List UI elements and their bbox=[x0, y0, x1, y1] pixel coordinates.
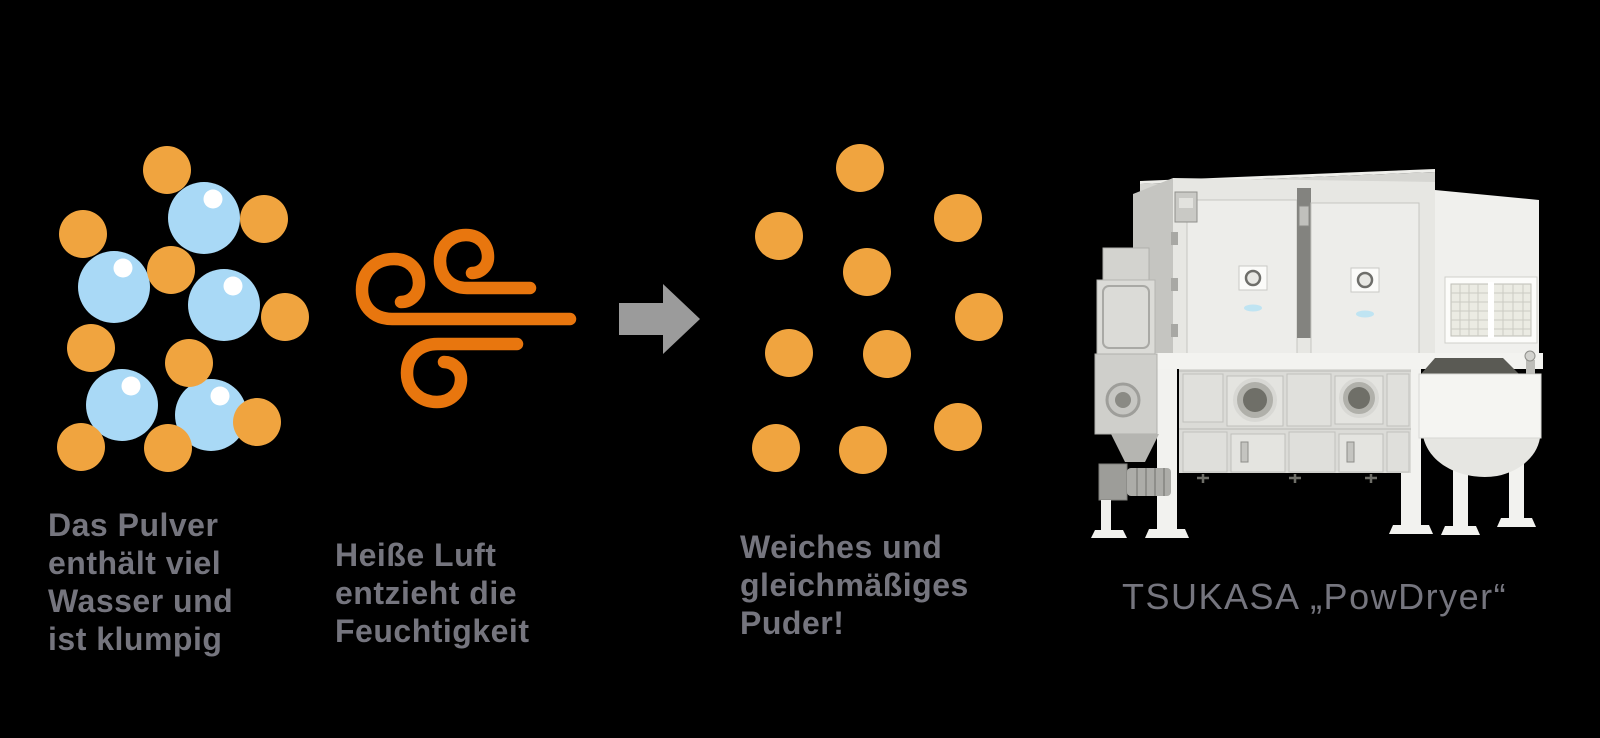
machine-porthole-right bbox=[1334, 375, 1384, 425]
powder-particle bbox=[67, 324, 115, 372]
powder-particle bbox=[240, 195, 288, 243]
powder-particle bbox=[934, 403, 982, 451]
water-droplet bbox=[188, 269, 260, 341]
machine-lower-unit bbox=[1133, 353, 1543, 483]
water-droplet bbox=[168, 182, 240, 254]
water-droplet-highlight bbox=[210, 386, 230, 406]
machine-collection-bin bbox=[1418, 350, 1542, 477]
powder-particle bbox=[955, 293, 1003, 341]
wet-powder-cluster bbox=[57, 146, 309, 472]
powder-particle bbox=[752, 424, 800, 472]
machine-filter-panel bbox=[1444, 276, 1538, 344]
water-droplet-highlight bbox=[121, 376, 141, 396]
machine-clamps bbox=[1197, 474, 1377, 483]
powder-particle bbox=[839, 426, 887, 474]
powder-particle bbox=[143, 146, 191, 194]
water-droplet bbox=[78, 251, 150, 323]
powder-particle bbox=[755, 212, 803, 260]
machine-upper-cabinet bbox=[1133, 169, 1435, 362]
powder-particle bbox=[147, 246, 195, 294]
wind-swirl-bottom bbox=[400, 337, 524, 409]
right-arrow-shape bbox=[619, 284, 700, 354]
powder-particle bbox=[165, 339, 213, 387]
machine-access-door-right bbox=[1338, 433, 1384, 473]
powder-particle bbox=[233, 398, 281, 446]
hot-air-wind-icon bbox=[355, 228, 577, 409]
caption-dry-powder: Weiches und gleichmäßiges Puder! bbox=[740, 529, 969, 641]
powder-particle bbox=[57, 423, 105, 471]
powder-particle bbox=[836, 144, 884, 192]
machine-access-door-left bbox=[1230, 433, 1286, 473]
powder-particle bbox=[261, 293, 309, 341]
water-droplet-highlight bbox=[203, 189, 223, 209]
powder-particle bbox=[934, 194, 982, 242]
machine-exhaust-unit bbox=[1435, 190, 1539, 367]
machine-feed-tower bbox=[1091, 247, 1171, 538]
machine-porthole-left bbox=[1226, 375, 1284, 427]
caption-hot-air: Heiße Luft entzieht die Feuchtigkeit bbox=[335, 537, 530, 649]
powder-particle bbox=[765, 329, 813, 377]
powdryer-machine-illustration bbox=[1091, 169, 1543, 538]
wind-swirl-top bbox=[433, 228, 537, 295]
right-arrow-icon bbox=[619, 284, 700, 354]
dry-powder-cluster bbox=[752, 144, 1003, 474]
caption-machine-name: TSUKASA „PowDryer“ bbox=[1122, 576, 1508, 617]
machine-door-latch-left bbox=[1238, 265, 1268, 291]
water-droplet-highlight bbox=[223, 276, 243, 296]
powder-particle bbox=[144, 424, 192, 472]
wind-swirl-middle bbox=[355, 252, 577, 326]
powder-particle bbox=[59, 210, 107, 258]
powder-particle bbox=[843, 248, 891, 296]
powder-particle bbox=[863, 330, 911, 378]
machine-door-latch-right bbox=[1350, 267, 1380, 293]
water-droplet-highlight bbox=[113, 258, 133, 278]
caption-wet-powder: Das Pulver enthält viel Wasser und ist k… bbox=[48, 507, 234, 657]
